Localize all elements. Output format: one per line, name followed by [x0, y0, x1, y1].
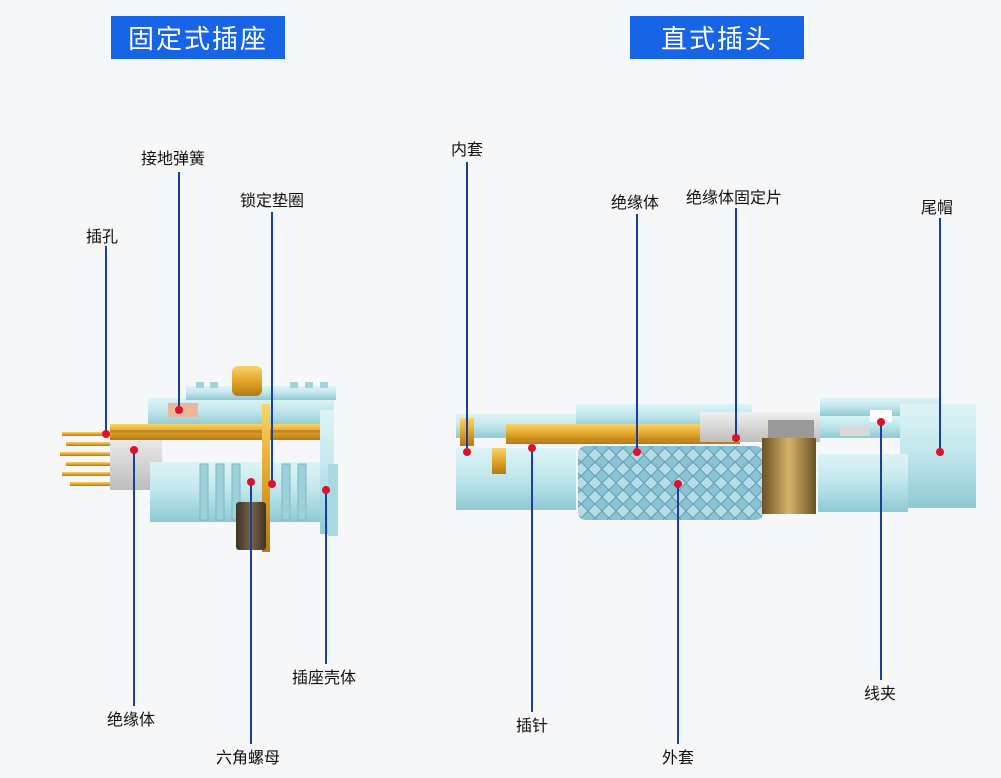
marker-socket-insulator — [130, 446, 138, 454]
marker-ground-spring — [175, 406, 183, 414]
marker-cable-clamp — [877, 418, 885, 426]
label-tail-cap: 尾帽 — [921, 198, 954, 217]
markers — [102, 406, 944, 494]
marker-plug-insulator — [633, 448, 641, 456]
plug-title: 直式插头 — [630, 16, 804, 59]
label-inner-sleeve: 内套 — [451, 140, 484, 159]
label-lock-washer: 锁定垫圈 — [240, 191, 305, 210]
label-cable-clamp: 线夹 — [864, 684, 897, 703]
label-insulator-fixing-piece: 绝缘体固定片 — [686, 188, 783, 207]
marker-inner-sleeve — [463, 448, 471, 456]
label-ground-spring: 接地弹簧 — [141, 149, 206, 168]
marker-lock-washer — [268, 480, 276, 488]
label-jack: 插孔 — [86, 227, 119, 246]
marker-insulator-fixing-piece — [732, 434, 740, 442]
marker-outer-sleeve — [674, 480, 682, 488]
socket-title: 固定式插座 — [111, 16, 285, 59]
marker-socket-shell — [322, 486, 330, 494]
socket-drawing — [60, 366, 338, 552]
marker-pin — [528, 444, 536, 452]
label-outer-sleeve: 外套 — [662, 748, 695, 767]
plug-drawing — [456, 398, 976, 520]
marker-tail-cap — [936, 448, 944, 456]
marker-hex-nut — [247, 478, 255, 486]
label-socket-shell: 插座壳体 — [292, 668, 357, 687]
label-hex-nut: 六角螺母 — [216, 748, 281, 767]
label-pin: 插针 — [516, 716, 549, 735]
label-socket-insulator: 绝缘体 — [107, 710, 156, 729]
label-plug-insulator: 绝缘体 — [611, 193, 660, 212]
marker-jack — [102, 430, 110, 438]
leader-lines — [105, 162, 941, 744]
